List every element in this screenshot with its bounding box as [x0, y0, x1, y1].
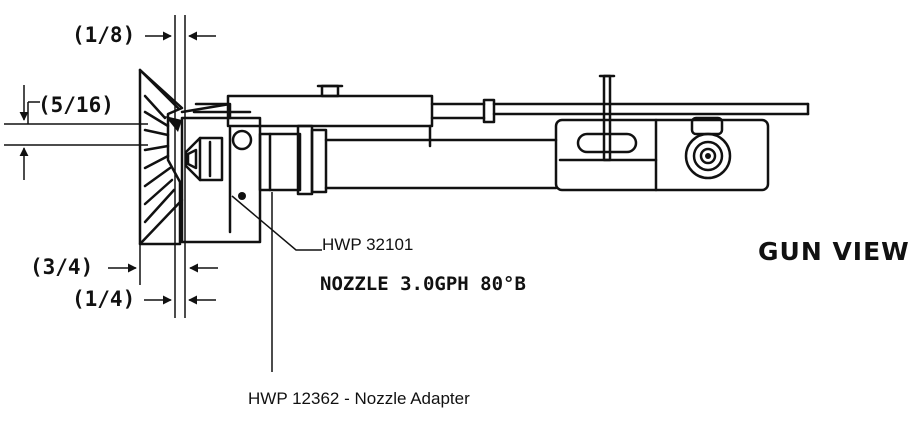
nozzle-spec-label: NOZZLE 3.0GPH 80°B	[320, 273, 526, 295]
callout-hwp-32101: HWP 32101	[231, 195, 413, 254]
dim-label-one-quarter: (1/4)	[72, 287, 135, 311]
oil-tube	[324, 124, 558, 190]
callout-hwp-12362: HWP 12362 - Nozzle Adapter	[248, 192, 470, 408]
dim-label-five-sixteenths: (5/16)	[38, 93, 114, 117]
dim-label-three-quarters: (3/4)	[30, 255, 93, 279]
electrode-housing	[180, 102, 262, 244]
nozzle-adapter	[258, 124, 328, 196]
dimension-three-quarters: (3/4)	[30, 245, 218, 285]
part-label-12362: HWP 12362 - Nozzle Adapter	[248, 389, 470, 408]
dim-label-one-eighth: (1/8)	[72, 23, 135, 47]
part-label-32101: HWP 32101	[322, 235, 413, 254]
dimension-one-quarter: (1/4)	[72, 287, 216, 311]
connector-knob	[684, 116, 732, 180]
nozzle	[184, 136, 224, 182]
burner-cone	[138, 68, 184, 246]
upper-tube	[194, 84, 810, 128]
dimension-five-sixteenths: (5/16)	[4, 85, 148, 180]
mounting-bracket	[554, 74, 770, 192]
view-title: GUN VIEW	[758, 237, 910, 266]
dimension-one-eighth: (1/8)	[72, 23, 216, 47]
